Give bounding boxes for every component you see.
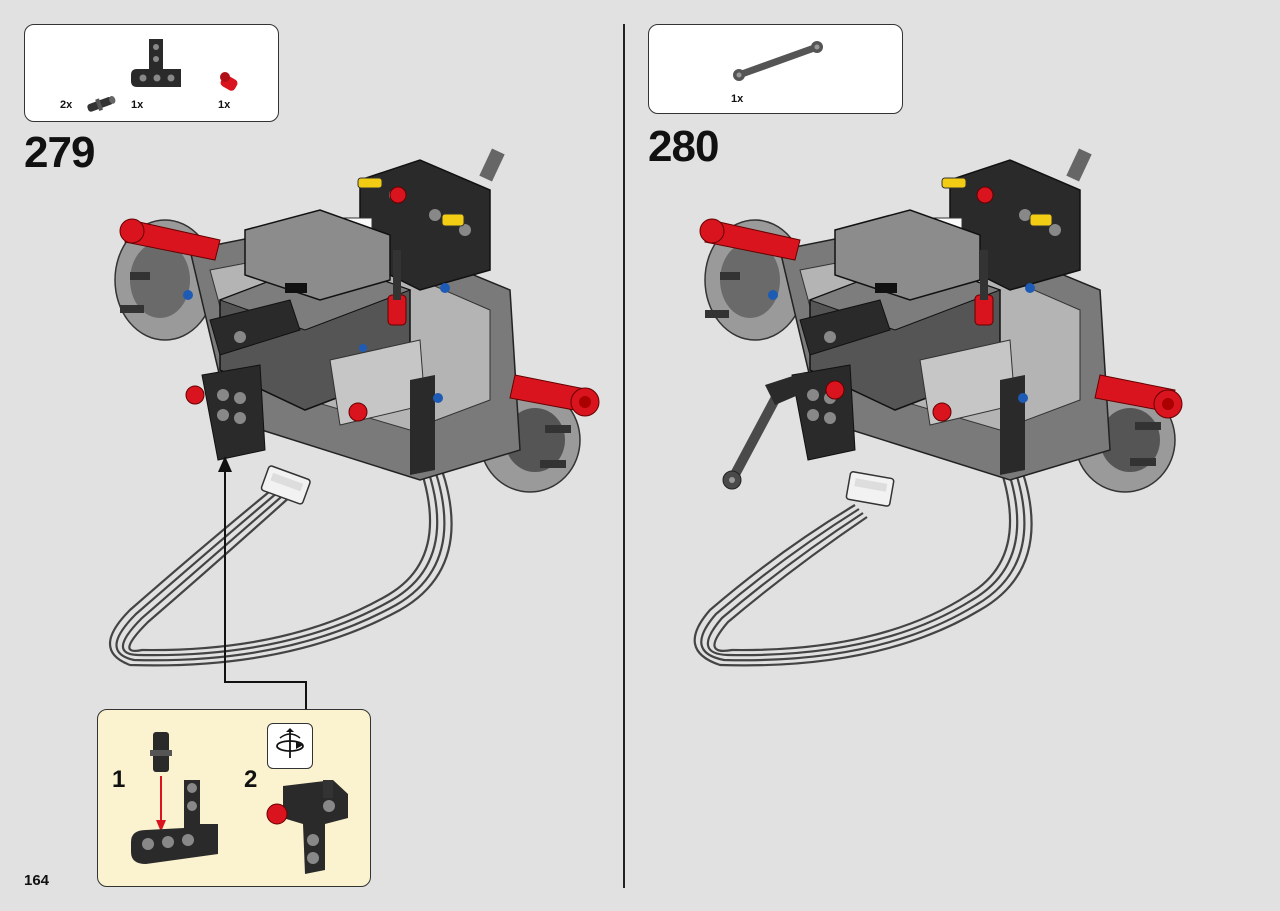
axle-pin-icon (87, 95, 116, 112)
model-illustration-279 (108, 148, 600, 667)
parts-box-280: 1x (648, 24, 903, 114)
part-qty-1: 2x (60, 99, 73, 111)
model-illustration-280 (693, 148, 1183, 667)
sub-step-1-graphic (131, 732, 218, 864)
sub-assembly-callout: 1 2 (97, 709, 371, 887)
sub-step-number-1: 1 (112, 766, 126, 793)
sub-step-2-graphic (266, 780, 348, 874)
part-qty-3: 1x (218, 99, 231, 111)
sub-step-number-2: 2 (244, 766, 258, 793)
parts-box-279: 2x 1x 1x (24, 24, 279, 122)
part-qty-280-1: 1x (731, 93, 744, 105)
part-qty-2: 1x (131, 99, 144, 111)
page-number: 164 (24, 872, 50, 889)
red-pin-icon (220, 72, 238, 91)
t-beam-icon (131, 39, 181, 87)
link-bar-icon (733, 41, 823, 81)
page-divider (623, 24, 625, 888)
step-number-279: 279 (24, 128, 95, 177)
callout-arrow (218, 456, 307, 709)
rotate-model-icon (267, 723, 313, 769)
step-number-280: 280 (648, 122, 719, 171)
